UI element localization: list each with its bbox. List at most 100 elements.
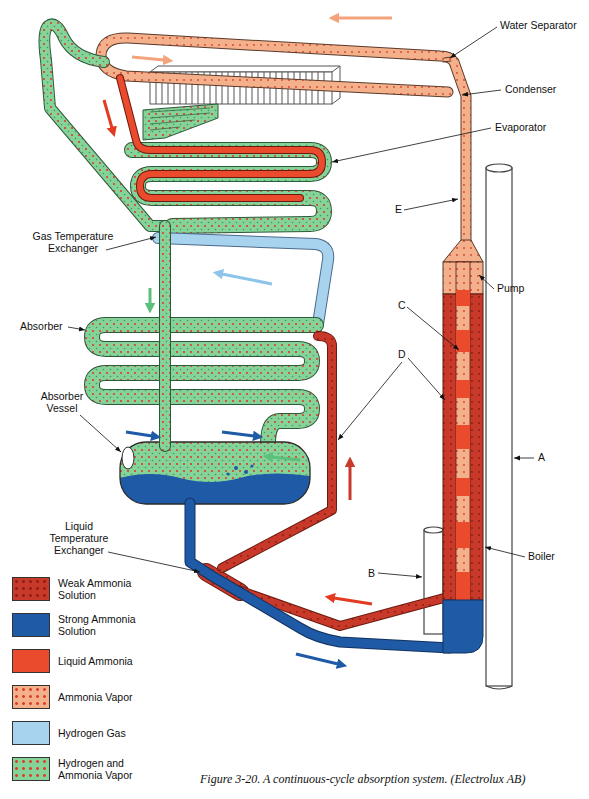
- solution-pipes: [190, 503, 450, 648]
- gas-temperature-exchanger: [158, 238, 328, 324]
- solution-pipes: [222, 336, 332, 568]
- absorber-vessel: [120, 442, 310, 504]
- boiler-pump: [456, 380, 470, 398]
- callout-letter: D: [398, 348, 406, 360]
- legend-text: Ammonia Vapor: [58, 691, 142, 703]
- legend-swatch: [12, 649, 50, 673]
- callout-letter: A: [538, 451, 545, 463]
- gas-return-pipe: [160, 226, 170, 446]
- flow-arrows: [126, 432, 152, 436]
- vapor-pipe: [101, 38, 466, 250]
- legend-row: Liquid Ammonia: [12, 649, 142, 673]
- absorber-coil: [92, 325, 316, 444]
- legend-text: Hydrogen and Ammonia Vapor: [58, 757, 142, 781]
- legend-row: Ammonia Vapor: [12, 685, 142, 709]
- heater-b: [424, 530, 443, 634]
- flow-arrows: [296, 654, 338, 664]
- leader-lines: [108, 552, 200, 572]
- vapor-pipe: [101, 38, 466, 250]
- evaporator-coil: [120, 78, 322, 198]
- callout-letter: E: [395, 203, 402, 215]
- boiler-pump: [456, 262, 470, 600]
- legend-row: Weak Ammonia Solution: [12, 577, 142, 601]
- legend-text: Hydrogen Gas: [58, 727, 142, 739]
- leader-lines: [80, 415, 121, 452]
- legend-swatch: [12, 577, 50, 601]
- legend-text: Weak Ammonia Solution: [58, 577, 142, 601]
- legend-swatch: [12, 685, 50, 709]
- boiler-pump: [456, 290, 470, 306]
- flow-arrows: [334, 598, 372, 604]
- evaporator-plate: [150, 108, 210, 130]
- flow-arrows: [222, 274, 272, 284]
- condenser-fins: [150, 66, 340, 72]
- leader-lines: [514, 458, 534, 459]
- gas-temperature-exchanger: [158, 238, 328, 324]
- legend-swatch: [12, 757, 50, 781]
- leader-lines: [332, 128, 491, 162]
- legend-row: Hydrogen and Ammonia Vapor: [12, 757, 142, 781]
- gas-return-pipe: [159, 226, 171, 446]
- gas-return-pipe: [165, 226, 166, 446]
- part-label: Absorber Vessel: [32, 390, 92, 414]
- absorber-vessel: [120, 442, 310, 504]
- gas-temperature-exchanger: [158, 238, 328, 324]
- heater-flue-a: [486, 168, 512, 686]
- boiler-pump: [443, 600, 483, 653]
- evaporator-coil: [132, 150, 324, 226]
- callout-letter: C: [398, 299, 406, 311]
- leader-lines: [462, 90, 501, 95]
- flow-arrows: [149, 288, 152, 304]
- legend-text: Strong Ammonia Solution: [58, 613, 142, 637]
- absorber-vessel: [120, 442, 310, 504]
- flow-arrows: [104, 100, 112, 128]
- leader-lines: [378, 573, 422, 577]
- leader-lines: [450, 27, 497, 58]
- part-label: Pump: [497, 282, 524, 294]
- boiler-pump: [443, 240, 483, 262]
- boiler-pump: [456, 330, 470, 352]
- absorber-coil: [92, 325, 316, 444]
- heater-flue-a: [486, 686, 512, 689]
- evaporator-coil: [120, 78, 324, 226]
- boiler-pump: [456, 478, 470, 496]
- leader-lines: [68, 27, 534, 577]
- boiler-pump: [443, 240, 483, 653]
- flow-arrows: [222, 432, 254, 436]
- heater-flue-a: [486, 164, 512, 689]
- absorber-vessel: [234, 466, 238, 470]
- heater-flue-a: [486, 164, 512, 172]
- legend-text: Liquid Ammonia: [58, 655, 142, 667]
- part-label: Liquid Temperature Exchanger: [40, 520, 118, 556]
- absorber-vessel: [120, 473, 310, 504]
- legend-swatch: [12, 613, 50, 637]
- leader-lines: [485, 547, 525, 557]
- solution-pipes: [190, 503, 450, 648]
- figure-caption: Figure 3-20. A continuous-cycle absorpti…: [200, 772, 525, 787]
- evaporator-coil: [120, 78, 322, 198]
- evaporator-plate: [143, 104, 218, 140]
- boiler-pump: [456, 572, 470, 600]
- part-label: Gas Temperature Exchanger: [28, 230, 118, 254]
- flow-arrows: [272, 457, 300, 460]
- leader-lines: [404, 199, 458, 210]
- legend-row: Strong Ammonia Solution: [12, 613, 142, 637]
- legend-swatch: [12, 721, 50, 745]
- absorber-vessel: [226, 472, 229, 475]
- solution-pipes: [190, 336, 450, 648]
- absorber-vessel: [244, 470, 248, 474]
- leader-lines: [106, 237, 156, 250]
- part-label: Evaporator: [495, 121, 546, 133]
- heater-b: [424, 527, 443, 533]
- part-label: Boiler: [528, 550, 555, 562]
- leader-lines: [407, 307, 459, 350]
- part-label: Absorber: [20, 320, 63, 332]
- boiler-pump: [456, 425, 470, 449]
- absorber-vessel: [250, 464, 253, 467]
- solution-pipes: [222, 336, 332, 568]
- leader-lines: [408, 358, 445, 400]
- callout-letter: B: [368, 567, 375, 579]
- part-label: Water Separator: [500, 19, 577, 31]
